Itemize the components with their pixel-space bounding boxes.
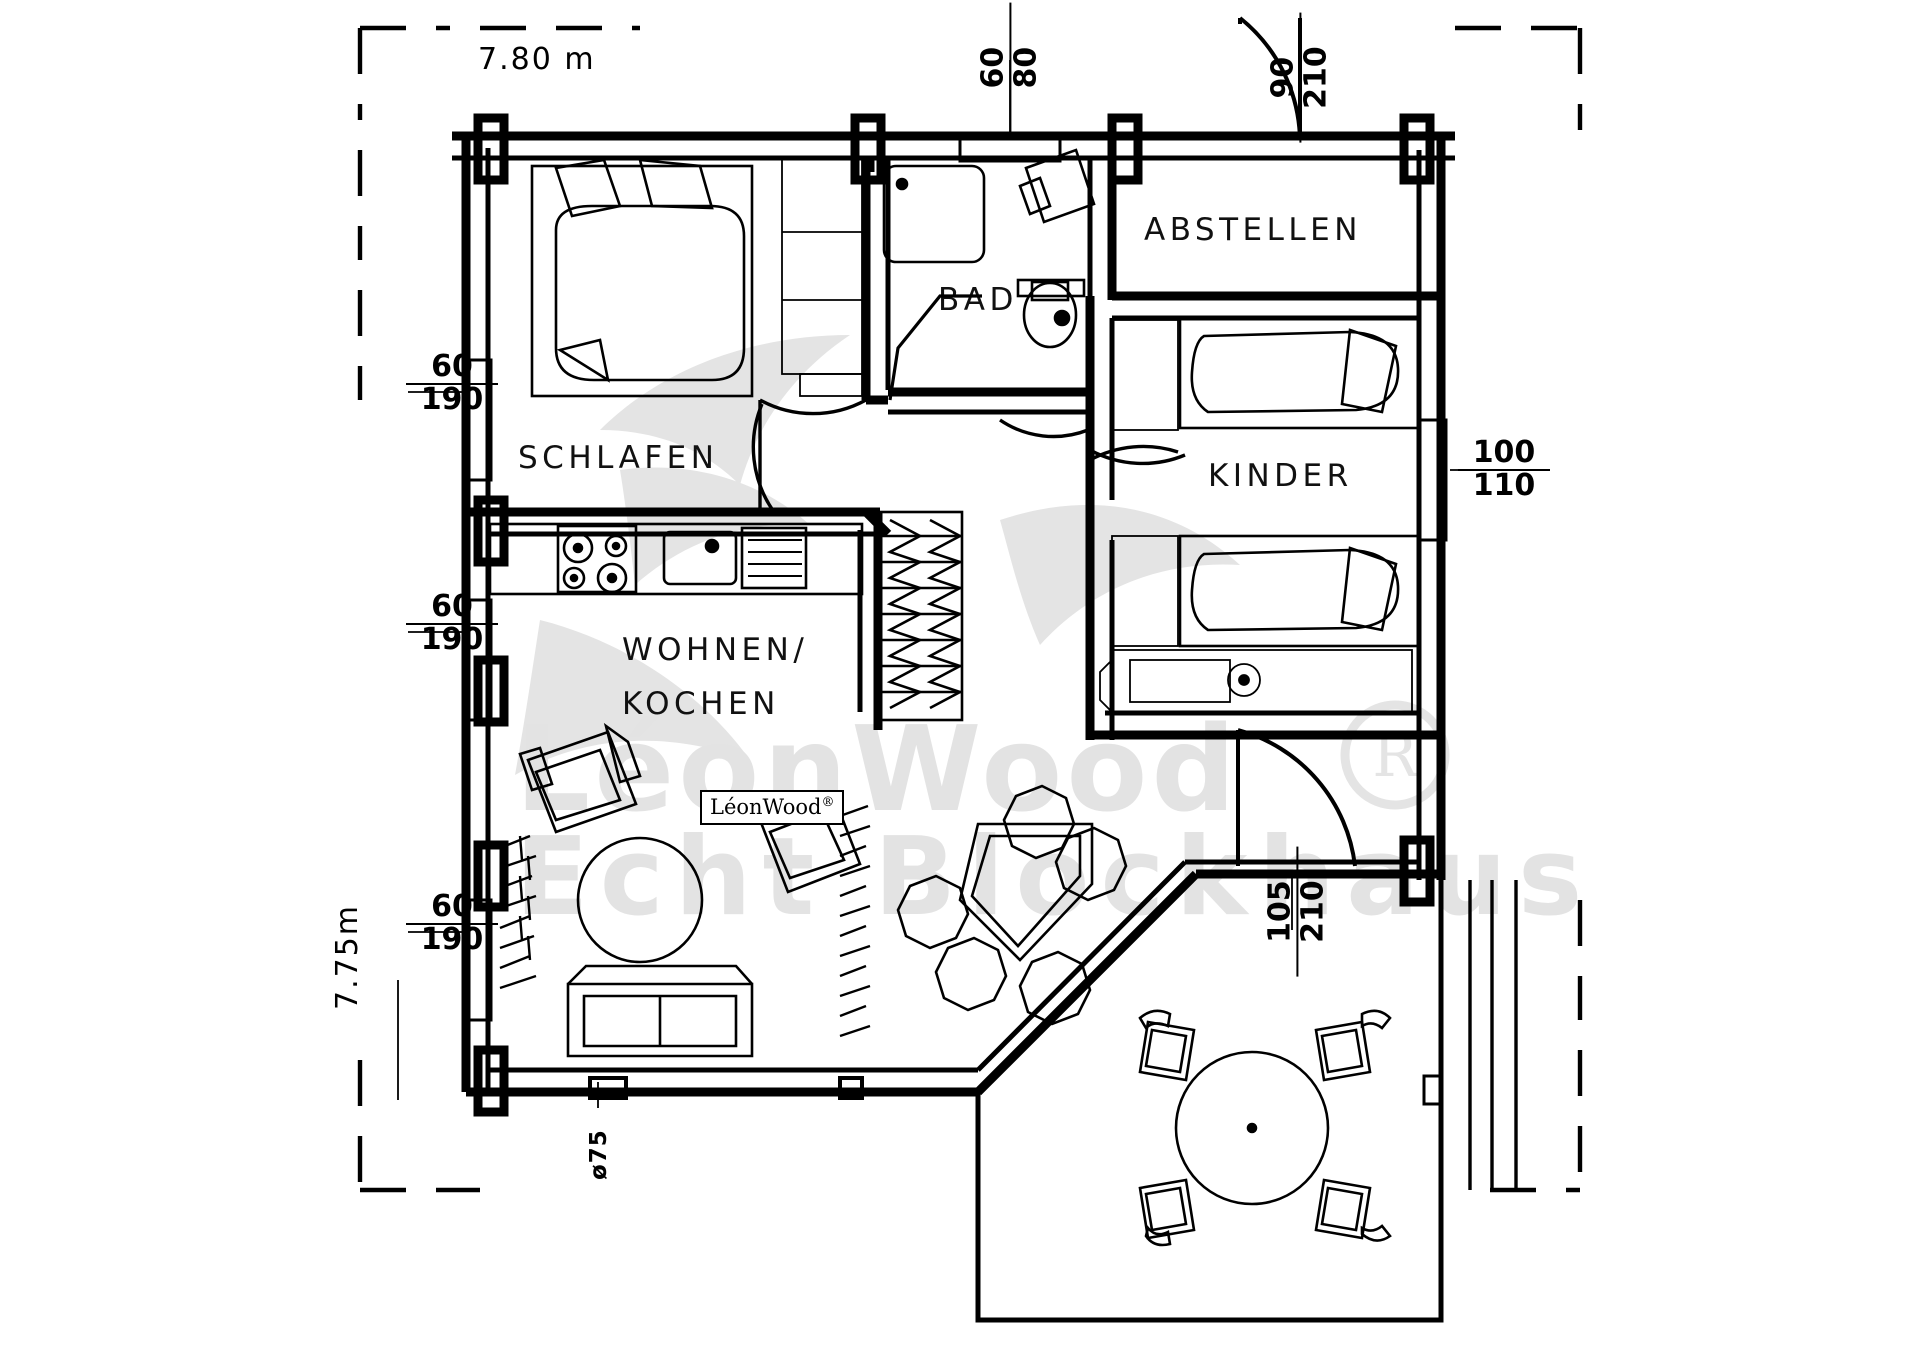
furniture-terrace-set xyxy=(1138,1009,1392,1247)
opening-label-60-190-c: 60 190 xyxy=(406,889,498,956)
opening-60-80-width: 60 xyxy=(975,46,1011,89)
furniture-kitchen xyxy=(488,522,864,596)
furniture-heater xyxy=(1018,148,1096,224)
column-post xyxy=(588,1076,628,1100)
opening-60-190-c-height: 190 xyxy=(406,922,498,956)
column-post-2 xyxy=(838,1076,864,1100)
opening-105-210-height: 210 xyxy=(1295,846,1330,977)
furniture-living xyxy=(518,722,862,1058)
overall-height-label: 7.75m xyxy=(330,903,365,1010)
construction-boundary xyxy=(357,25,1583,1193)
room-label-abstellen: ABSTELLEN xyxy=(1144,212,1362,248)
opening-100-110-width: 100 xyxy=(1472,435,1536,470)
room-label-bad: BAD xyxy=(938,282,1018,318)
opening-60-190-a-height: 190 xyxy=(406,382,498,416)
brand-tag-box: LéonWood® xyxy=(700,790,845,825)
overall-width-label: 7.80 m xyxy=(478,42,596,77)
dimension-leaders xyxy=(397,40,1540,1108)
room-label-wohnen-line1: WOHNEN/ xyxy=(622,632,809,668)
terrace xyxy=(975,874,1444,1323)
opening-60-80-height: 80 xyxy=(1008,2,1043,133)
brand-tag-mark: ® xyxy=(821,795,835,810)
opening-label-60-80: 60 80 xyxy=(975,2,1043,133)
opening-label-60-190-a: 60 190 xyxy=(406,349,498,416)
opening-60-190-a-width: 60 xyxy=(431,349,473,384)
annotation-post-diameter: ø75 xyxy=(586,1129,612,1180)
bad-leader-line xyxy=(888,294,982,401)
room-label-wohnen-line2: KOCHEN xyxy=(622,686,780,722)
interior-doors xyxy=(751,398,1186,520)
terrace-railing xyxy=(1468,880,1518,1190)
hatch-decoration xyxy=(499,804,871,1038)
furniture-kinder-desk xyxy=(1099,319,1413,713)
furniture-dining xyxy=(896,784,1128,1026)
opening-100-110-height: 110 xyxy=(1458,468,1550,502)
opening-60-190-b-height: 190 xyxy=(406,622,498,656)
window-openings xyxy=(461,131,1448,1022)
furniture-bed-kinder-2 xyxy=(1178,534,1422,648)
opening-60-190-b-width: 60 xyxy=(431,589,473,624)
opening-60-190-c-width: 60 xyxy=(431,889,473,924)
staircase xyxy=(876,510,964,722)
opening-label-60-190-b: 60 190 xyxy=(406,589,498,656)
opening-105-210-width: 105 xyxy=(1262,880,1298,943)
door-terrace xyxy=(1236,728,1357,867)
furniture-bed-kinder-1 xyxy=(1178,316,1422,430)
opening-label-90-210: 90 210 xyxy=(1265,12,1333,143)
furniture-bath xyxy=(882,164,1086,349)
opening-90-210-height: 210 xyxy=(1298,12,1333,143)
opening-label-100-110: 100 110 xyxy=(1458,435,1550,502)
opening-label-105-210: 105 210 xyxy=(1262,846,1330,977)
opening-90-210-width: 90 xyxy=(1265,56,1301,99)
terrace-step xyxy=(1422,1074,1444,1106)
room-label-kinder: KINDER xyxy=(1208,458,1353,494)
brand-tag-text: LéonWood xyxy=(710,795,822,819)
furniture-wardrobe xyxy=(781,157,863,397)
room-label-schlafen: SCHLAFEN xyxy=(518,440,719,476)
furniture-bed-double xyxy=(530,158,754,398)
